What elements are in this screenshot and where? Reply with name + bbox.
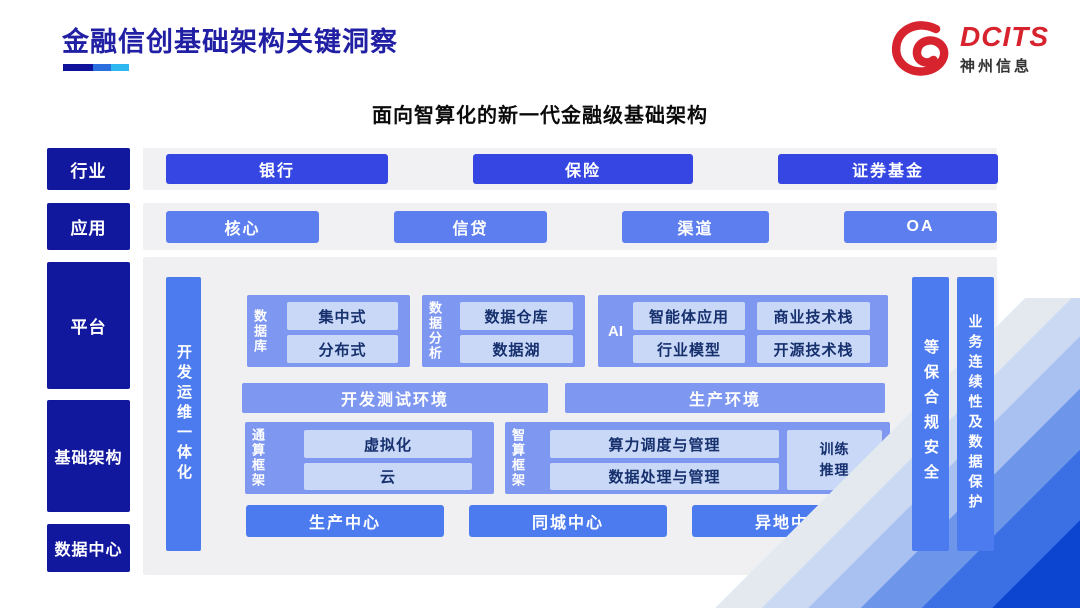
general-item-virtualization: 虚拟化 <box>304 430 472 458</box>
center-production: 生产中心 <box>246 505 444 537</box>
application-item-core: 核心 <box>166 211 319 243</box>
rail-label-platform: 平台 <box>47 262 130 389</box>
general-framework-label-wrap: 通算框架 <box>250 422 265 494</box>
continuity-protection-label: 业务连续性及数据保护 <box>967 314 984 514</box>
application-item-oa: OA <box>844 211 997 243</box>
general-framework-label: 通算框架 <box>250 428 265 488</box>
database-group-label: 数据库 <box>252 308 267 354</box>
underline-segment-dark <box>63 64 93 71</box>
security-compliance-label: 等保合规安全 <box>922 339 939 489</box>
diagram-title: 面向智算化的新一代金融级基础架构 <box>372 105 708 127</box>
application-strip: 核心 信贷 渠道 OA <box>143 203 997 250</box>
ai-group-label: AI <box>608 322 623 340</box>
corner-decoration-stripes <box>630 298 1080 608</box>
general-item-cloud: 云 <box>304 463 472 490</box>
intelligent-framework-label-wrap: 智算框架 <box>510 422 525 494</box>
dcits-swirl-icon <box>892 21 949 76</box>
database-item-distributed: 分布式 <box>287 335 398 363</box>
database-group-label-wrap: 数据库 <box>252 295 267 367</box>
rail-label-datacenter: 数据中心 <box>47 524 130 572</box>
dcits-logo: DCITS 神州信息 <box>890 20 1049 78</box>
env-bar-devtest: 开发测试环境 <box>242 383 548 413</box>
application-item-credit: 信贷 <box>394 211 547 243</box>
page-title: 金融信创基础架构关键洞察 <box>62 27 398 57</box>
underline-segment-light <box>111 64 129 71</box>
devops-bar: 开发运维一体化 <box>166 277 201 551</box>
security-compliance-bar: 等保合规安全 <box>912 277 949 551</box>
logo-company: 神州信息 <box>960 57 1033 75</box>
database-group: 数据库 集中式 分布式 <box>247 295 410 367</box>
analytics-item-lake: 数据湖 <box>460 335 573 363</box>
general-framework-group: 通算框架 虚拟化 云 <box>245 422 494 494</box>
title-underline <box>63 64 129 71</box>
underline-segment-mid <box>93 64 111 71</box>
analytics-group-label-wrap: 数据分析 <box>427 295 442 367</box>
analytics-item-warehouse: 数据仓库 <box>460 302 573 330</box>
industry-strip: 银行 保险 证券基金 <box>143 148 998 190</box>
logo-brand: DCITS <box>960 20 1049 52</box>
rail-label-industry: 行业 <box>47 148 130 190</box>
analytics-group-label: 数据分析 <box>427 301 442 361</box>
rail-label-infrastructure: 基础架构 <box>47 400 130 512</box>
logo-text: DCITS 神州信息 <box>960 20 1049 76</box>
industry-item-securities: 证券基金 <box>778 154 998 184</box>
continuity-protection-bar: 业务连续性及数据保护 <box>957 277 994 551</box>
rail-label-application: 应用 <box>47 203 130 250</box>
industry-item-insurance: 保险 <box>473 154 693 184</box>
industry-item-bank: 银行 <box>166 154 388 184</box>
analytics-group: 数据分析 数据仓库 数据湖 <box>422 295 585 367</box>
devops-bar-label: 开发运维一体化 <box>175 344 192 484</box>
database-item-centralized: 集中式 <box>287 302 398 330</box>
application-item-channel: 渠道 <box>622 211 769 243</box>
intelligent-framework-label: 智算框架 <box>510 428 525 488</box>
